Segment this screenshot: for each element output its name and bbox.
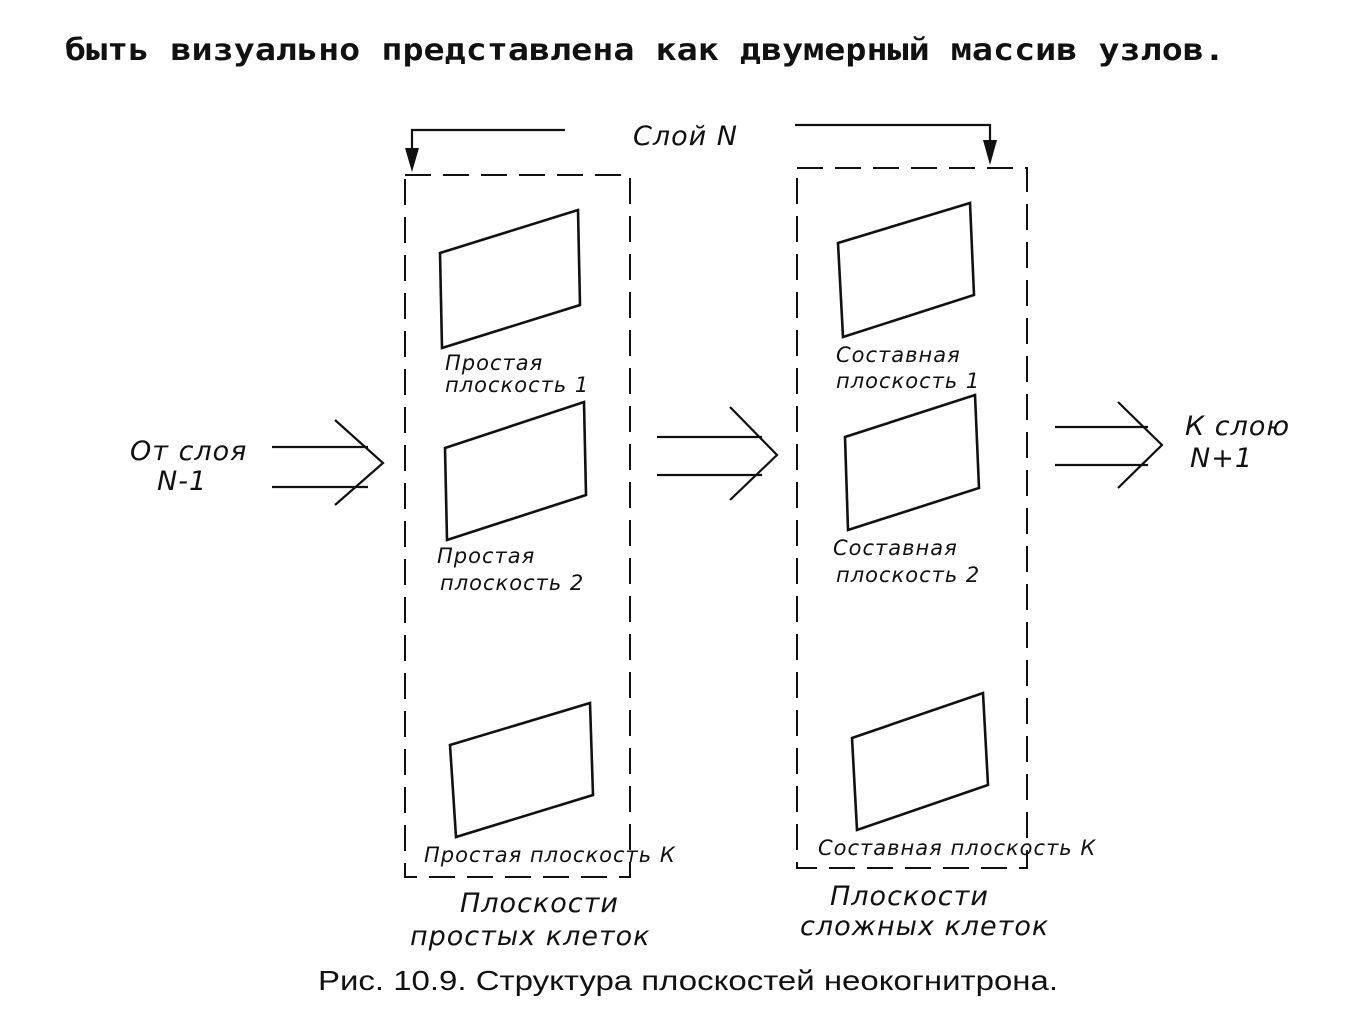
simple-plane-2-label: Простая xyxy=(437,544,535,568)
complex-plane-2-label: Составная xyxy=(833,536,958,560)
simple-plane-k xyxy=(448,701,595,839)
input-label: От слоя xyxy=(130,436,247,467)
figure-caption: Рис. 10.9. Структура плоскостей неокогни… xyxy=(318,965,1058,996)
body-text: быть визуально представлена как двумерны… xyxy=(65,33,1225,68)
input-label: N-1 xyxy=(157,466,207,497)
layer-bracket xyxy=(405,123,997,172)
complex-group-label: сложных клеток xyxy=(800,911,1049,942)
output-label: N+1 xyxy=(1190,443,1253,474)
simple-plane-2-label: плоскость 2 xyxy=(440,571,584,595)
simple-plane-1 xyxy=(438,208,582,350)
complex-plane-2 xyxy=(843,393,981,532)
output-label: К слою xyxy=(1185,411,1290,442)
complex-plane-2-label: плоскость 2 xyxy=(836,563,980,587)
simple-plane-1-label: плоскость 1 xyxy=(445,373,589,397)
complex-plane-1 xyxy=(836,201,976,339)
simple-plane-2 xyxy=(443,400,588,542)
complex-plane-k-label: Составная плоскость К xyxy=(818,836,1096,860)
output-arrow xyxy=(1055,401,1164,489)
complex-plane-k xyxy=(850,691,990,832)
complex-plane-1-label: Составная xyxy=(836,343,961,367)
complex-group-label: Плоскости xyxy=(830,881,989,912)
layer-label: Слой N xyxy=(633,121,738,152)
complex-plane-1-label: плоскость 1 xyxy=(836,369,980,393)
simple-plane-1-label: Простая xyxy=(445,351,543,375)
input-arrow xyxy=(272,419,385,506)
simple-plane-k-label: Простая плоскость К xyxy=(424,843,676,867)
complex-planes-box xyxy=(796,167,1028,869)
simple-planes-box xyxy=(404,174,631,878)
simple-group-label: Плоскости xyxy=(460,888,619,919)
middle-arrow xyxy=(657,406,779,501)
simple-group-label: простых клеток xyxy=(410,921,651,952)
